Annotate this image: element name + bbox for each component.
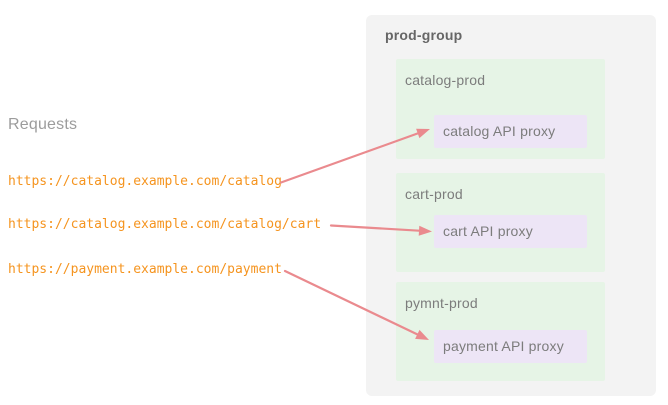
- proxy-label-catalog: catalog API proxy: [443, 123, 556, 139]
- prod-group-label: prod-group: [385, 27, 463, 43]
- env-box-cart-prod: cart-prod cart API proxy: [396, 173, 605, 272]
- env-label-catalog-prod: catalog-prod: [405, 72, 486, 88]
- request-url-catalog-cart: https://catalog.example.com/catalog/cart: [8, 217, 322, 232]
- request-url-payment: https://payment.example.com/payment: [8, 262, 282, 277]
- env-box-catalog-prod: catalog-prod catalog API proxy: [396, 59, 605, 159]
- env-box-pymnt-prod: pymnt-prod payment API proxy: [396, 282, 605, 381]
- proxy-label-cart: cart API proxy: [443, 223, 533, 239]
- requests-heading: Requests: [8, 116, 78, 133]
- prod-group-panel: prod-group catalog-prod catalog API prox…: [366, 15, 656, 396]
- proxy-box-catalog: catalog API proxy: [434, 115, 587, 148]
- env-label-cart-prod: cart-prod: [405, 186, 463, 202]
- proxy-box-cart: cart API proxy: [434, 215, 587, 248]
- request-url-catalog: https://catalog.example.com/catalog: [8, 174, 282, 189]
- proxy-label-payment: payment API proxy: [443, 338, 564, 354]
- env-label-pymnt-prod: pymnt-prod: [405, 295, 478, 311]
- proxy-box-payment: payment API proxy: [434, 330, 587, 363]
